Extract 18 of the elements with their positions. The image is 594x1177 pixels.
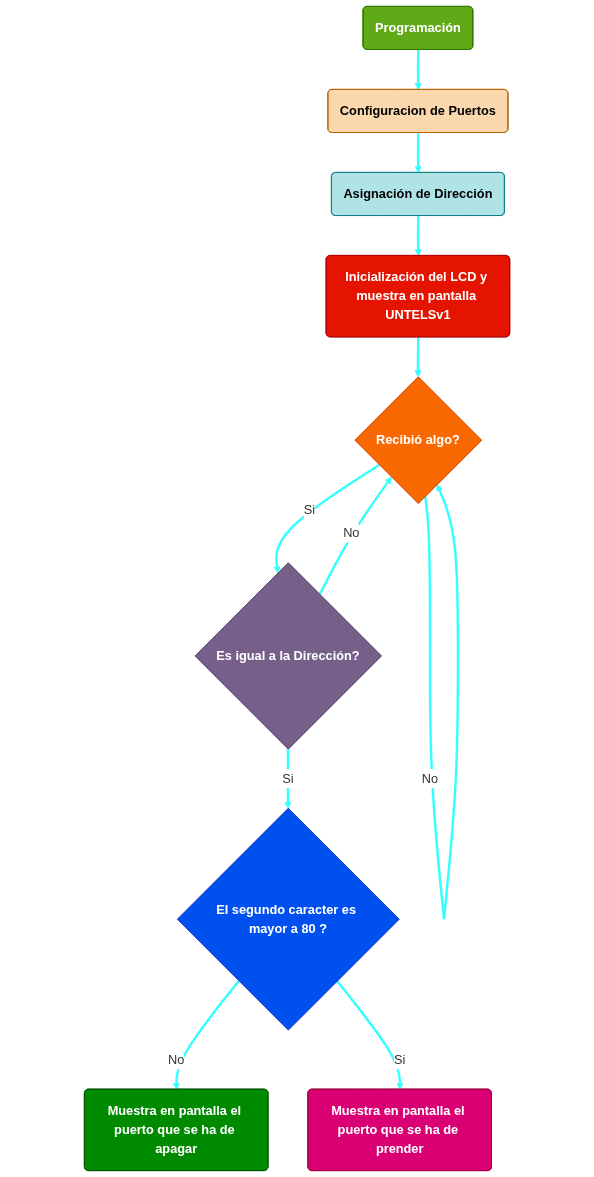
arrow — [172, 980, 240, 1090]
arrow — [336, 980, 404, 1090]
edge-label: Si — [282, 771, 294, 786]
arrow — [414, 337, 422, 378]
arrow — [273, 463, 380, 574]
edge-label: No — [167, 1052, 185, 1067]
edge-label: No — [343, 525, 360, 540]
arrow — [414, 132, 422, 174]
arrow — [318, 476, 392, 595]
node-diamond: Es igual a la Dirección? — [194, 562, 382, 750]
edge-label: No — [421, 771, 439, 786]
arrow — [414, 215, 422, 257]
edge-label: Si — [393, 1052, 406, 1067]
arrow — [414, 49, 422, 91]
node-diamond: El segundo caracter es mayor a 80 ? — [176, 807, 400, 1031]
edge-label: Si — [303, 502, 315, 517]
node-diamond: Recibió algo? — [354, 376, 483, 504]
arrow — [423, 484, 460, 920]
